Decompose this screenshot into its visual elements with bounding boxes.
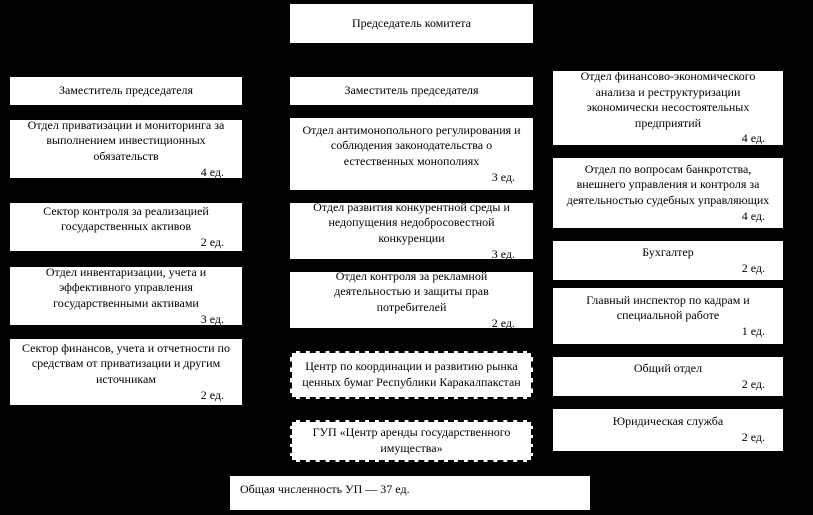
dept-label: Отдел развития конкурентной среды и недо… (313, 199, 510, 245)
staff-count: 2 ед. (491, 315, 515, 330)
hr-inspector-box: Главный инспектор по кадрам и специально… (553, 288, 783, 344)
privatization-monitoring-dept-box: Отдел приватизации и мониторинга за выпо… (10, 117, 242, 179)
dept-label: Отдел инвентаризации, учета и эффективно… (45, 264, 207, 310)
deputy-middle-box: Заместитель председателя (290, 77, 533, 105)
dept-label: Сектор контроля за реализацией государст… (43, 203, 209, 234)
legal-service-box: Юридическая служба 2 ед. (553, 409, 783, 451)
staff-count: 4 ед. (741, 208, 765, 223)
dept-label: Отдел антимонопольного регулирования и с… (302, 122, 521, 168)
antimonopoly-regulation-dept-box: Отдел антимонопольного регулирования и с… (290, 118, 533, 190)
total-staff-box: Общая численность УП — 37 ед. (230, 476, 590, 510)
staff-count: 3 ед. (200, 311, 224, 326)
advertising-control-dept-box: Отдел контроля за рекламной деятельность… (290, 268, 533, 330)
staff-count: 4 ед. (200, 164, 224, 179)
staff-count: 3 ед. (491, 169, 515, 184)
accountant-box: Бухгалтер 2 ед. (553, 241, 783, 280)
dept-label: Центр по координации и развитию рынка це… (302, 359, 521, 389)
staff-count: 2 ед. (200, 387, 224, 402)
financial-economic-analysis-dept-box: Отдел финансово-экономического анализа и… (553, 69, 783, 146)
staff-count: 4 ед. (741, 131, 765, 146)
staff-count: 2 ед. (741, 376, 765, 391)
chairman-label: Председатель комитета (351, 15, 472, 30)
dept-label: Сектор финансов, учета и отчетности по с… (22, 340, 230, 386)
securities-market-center-box: Центр по координации и развитию рынка це… (290, 351, 533, 399)
dept-label: Отдел приватизации и мониторинга за выпо… (27, 117, 225, 163)
staff-count: 2 ед. (741, 430, 765, 444)
dept-label: Бухгалтер (642, 244, 694, 259)
bankruptcy-dept-box: Отдел по вопросам банкротства, внешнего … (553, 158, 783, 228)
state-assets-control-sector-box: Сектор контроля за реализацией государст… (10, 203, 242, 251)
staff-count: 2 ед. (200, 234, 224, 249)
staff-count: 3 ед. (491, 246, 515, 261)
deputy-left-label: Заместитель председателя (58, 83, 194, 98)
state-property-rental-gup-box: ГУП «Центр аренды государственного имуще… (290, 420, 533, 462)
deputy-left-box: Заместитель председателя (10, 77, 242, 105)
deputy-middle-label: Заместитель председателя (344, 83, 479, 98)
total-staff-label: Общая численность УП — 37 ед. (240, 482, 410, 496)
dept-label: Отдел по вопросам банкротства, внешнего … (566, 161, 770, 207)
inventory-management-dept-box: Отдел инвентаризации, учета и эффективно… (10, 264, 242, 326)
staff-count: 2 ед. (741, 260, 765, 275)
staff-count: 1 ед. (741, 323, 765, 338)
chairman-box: Председатель комитета (290, 4, 533, 43)
dept-label: Отдел контроля за рекламной деятельность… (334, 268, 489, 314)
dept-label: Главный инспектор по кадрам и специально… (586, 292, 750, 323)
dept-label: ГУП «Центр аренды государственного имуще… (312, 425, 511, 455)
general-dept-box: Общий отдел 2 ед. (553, 357, 783, 396)
dept-label: Юридическая служба (612, 414, 724, 429)
competition-development-dept-box: Отдел развития конкурентной среды и недо… (290, 199, 533, 261)
finance-accounting-sector-box: Сектор финансов, учета и отчетности по с… (10, 339, 242, 405)
dept-label: Отдел финансово-экономического анализа и… (580, 69, 756, 130)
dept-label: Общий отдел (633, 360, 703, 375)
